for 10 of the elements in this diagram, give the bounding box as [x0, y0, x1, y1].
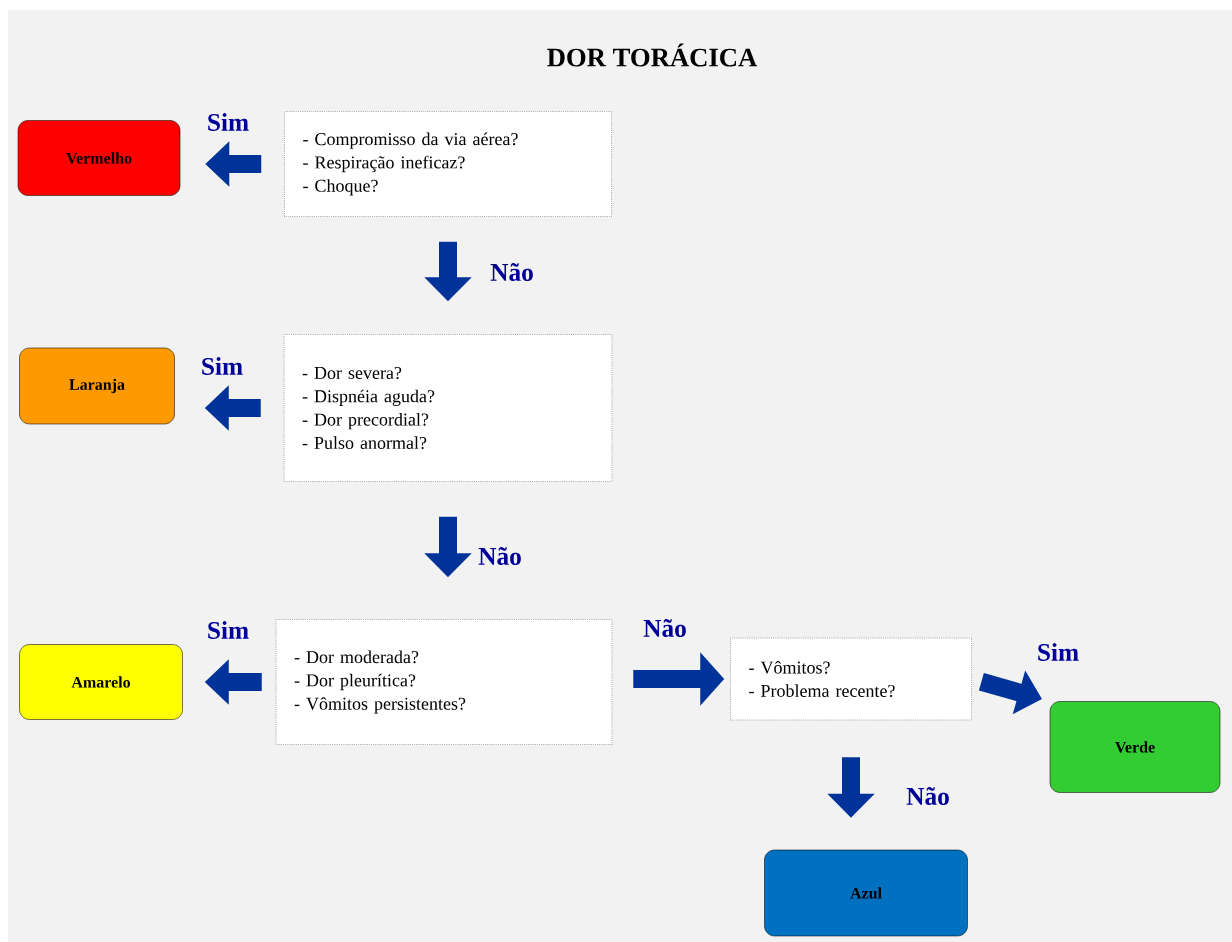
question-box: - Compromisso da via aérea? - Respiração ineficaz? - Choque?: [284, 111, 612, 217]
question-box: - Dor moderada? - Dor pleurítica? - Vômitos persistentes?: [275, 619, 613, 745]
triage-box: Laranja: [19, 347, 175, 425]
triage-box: Azul: [764, 849, 968, 937]
triage-box: Vermelho: [17, 120, 181, 196]
title: DOR TORÁCICA: [547, 43, 758, 67]
question-box: - Dor severa? - Dispnéia aguda? - Dor precordial? - Pulso anormal?: [283, 334, 613, 482]
triage-box: Amarelo: [19, 644, 183, 720]
triage-box: Verde: [1049, 701, 1221, 793]
question-box: - Vômitos? - Problema recente?: [730, 637, 972, 721]
